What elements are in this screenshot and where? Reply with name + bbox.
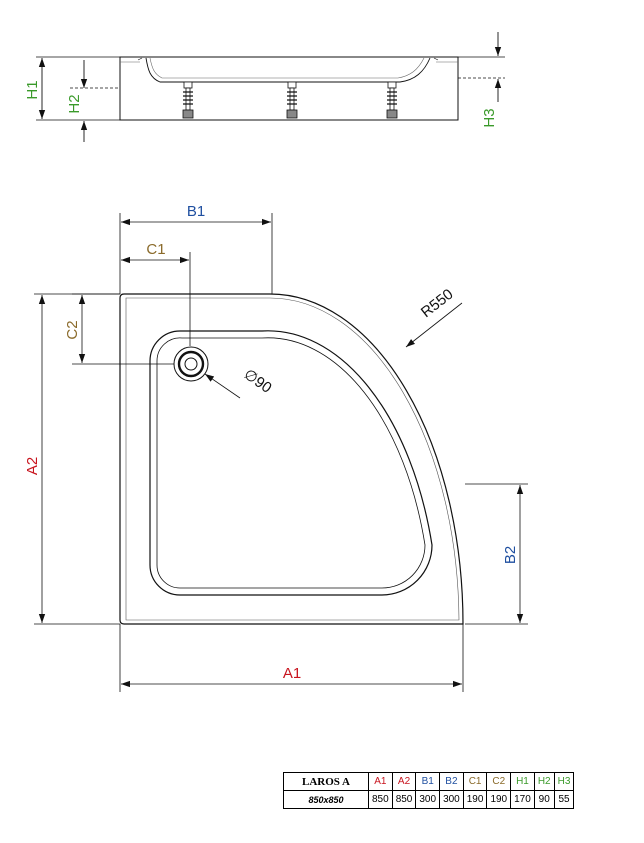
b2-label: B2 <box>502 546 519 564</box>
model-size: 850x850 <box>283 790 369 809</box>
side-dimensions <box>38 32 502 142</box>
basin-outline <box>149 330 433 596</box>
header-h1: H1 <box>510 772 535 791</box>
radius-label: R550 <box>418 286 457 321</box>
value-h2: 90 <box>533 790 555 809</box>
value-b1: 300 <box>415 790 441 809</box>
value-c2: 190 <box>486 790 512 809</box>
drain-leader <box>204 373 241 399</box>
b1-label: B1 <box>187 203 205 220</box>
side-view <box>36 56 505 121</box>
header-h3: H3 <box>553 772 575 791</box>
header-a1: A1 <box>368 772 393 791</box>
top-view <box>119 293 464 625</box>
foot <box>286 81 298 119</box>
header-b2: B2 <box>439 772 464 791</box>
h1-label: H1 <box>24 80 41 99</box>
a1-label: A1 <box>283 665 301 682</box>
value-a2: 850 <box>391 790 417 809</box>
value-h1: 170 <box>510 790 535 809</box>
basin-profile <box>145 57 431 83</box>
table-header-row: LAROS A A1 A2 B1 B2 C1 C2 H1 H2 H3 <box>283 772 575 791</box>
value-a1: 850 <box>368 790 393 809</box>
header-c1: C1 <box>462 772 488 791</box>
drain-label: ∅90 <box>241 366 275 397</box>
h2-label: H2 <box>66 94 83 113</box>
tray-outline <box>119 293 464 625</box>
radius-leader <box>405 302 463 348</box>
tray-side-profile <box>119 56 459 121</box>
header-b1: B1 <box>415 772 441 791</box>
h3-label: H3 <box>481 108 498 127</box>
header-h2: H2 <box>533 772 555 791</box>
spec-table: LAROS A A1 A2 B1 B2 C1 C2 H1 H2 H3 850x8… <box>283 772 575 809</box>
drain-middle <box>177 350 205 378</box>
value-b2: 300 <box>439 790 464 809</box>
foot <box>386 81 398 119</box>
c2-label: C2 <box>64 320 81 339</box>
foot <box>182 81 194 119</box>
header-a2: A2 <box>391 772 417 791</box>
top-dimensions <box>34 213 528 692</box>
a2-label: A2 <box>24 457 41 475</box>
header-c2: C2 <box>486 772 512 791</box>
drain-inner <box>184 357 198 371</box>
value-h3: 55 <box>553 790 575 809</box>
table-row: 850x850 850 850 300 300 190 190 170 90 5… <box>283 790 575 809</box>
c1-label: C1 <box>146 241 165 258</box>
model-name: LAROS A <box>283 772 369 791</box>
support-feet <box>182 81 398 119</box>
value-c1: 190 <box>462 790 488 809</box>
